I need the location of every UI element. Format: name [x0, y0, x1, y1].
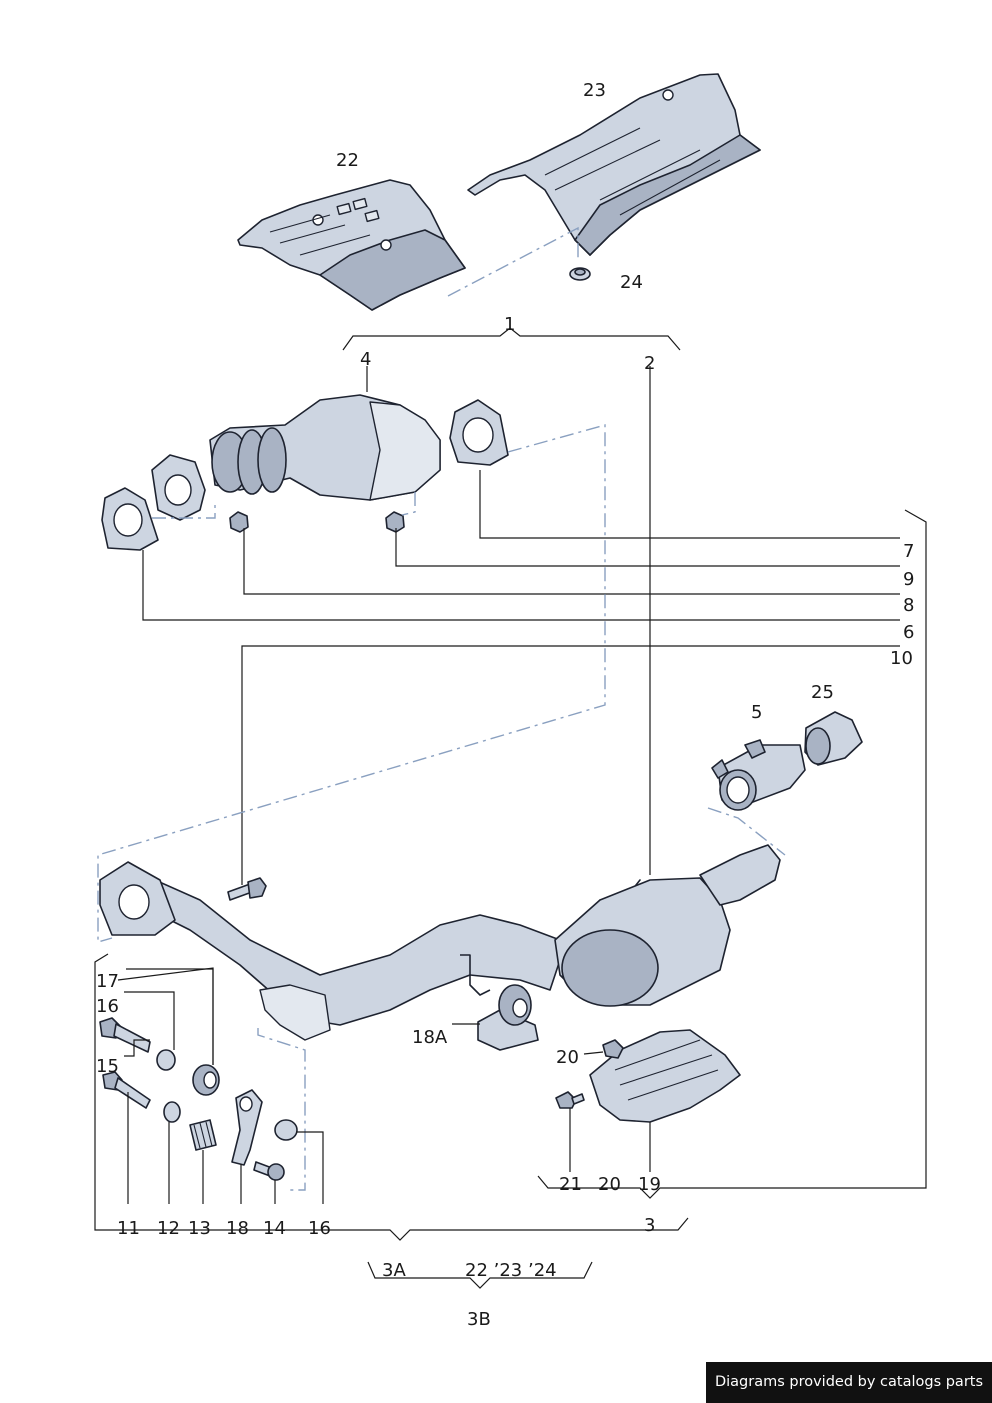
heat-shield-22: [237, 179, 466, 311]
mounting-bracket-18a: [477, 984, 539, 1051]
label-15: 15: [96, 1056, 119, 1077]
label-22: 22: [336, 150, 359, 171]
label-8: 8: [903, 595, 914, 616]
clamp-5: [711, 739, 806, 811]
heat-shield-23: [467, 73, 761, 256]
label-10: 10: [890, 648, 913, 669]
label-20-bottom: 20: [598, 1174, 621, 1195]
label-21: 21: [559, 1174, 582, 1195]
label-5: 5: [751, 702, 762, 723]
label-3: 3: [644, 1215, 655, 1236]
label-19: 19: [638, 1174, 661, 1195]
label-3a: 3A: [382, 1260, 406, 1281]
diagram-credit-banner: Diagrams provided by catalogs parts: [706, 1362, 992, 1403]
label-9: 9: [903, 569, 914, 590]
catalytic-converter-4: [151, 394, 441, 521]
label-7: 7: [903, 541, 914, 562]
label-18a: 18A: [412, 1027, 448, 1048]
screw-21: [555, 1091, 585, 1109]
hardware-kit: [99, 1017, 298, 1181]
label-4: 4: [360, 349, 371, 370]
nut-20: [602, 1039, 624, 1059]
label-16-top: 16: [96, 996, 119, 1017]
label-23: 23: [583, 80, 606, 101]
gasket-7: [449, 399, 509, 466]
nut-9: [385, 511, 405, 533]
label-2: 2: [644, 353, 655, 374]
label-20-top: 20: [556, 1047, 579, 1068]
label-17: 17: [96, 971, 119, 992]
front-exhaust-pipe-2: [99, 844, 781, 1041]
label-group-3b: 22 ’23 ’24: [465, 1260, 557, 1281]
label-6: 6: [903, 622, 914, 643]
bolt-10: [227, 877, 267, 901]
gasket-6: [101, 487, 159, 551]
nut-8: [229, 511, 249, 533]
pipe-sleeve-25: [804, 711, 863, 766]
heat-shield-19: [589, 1029, 741, 1123]
label-3b: 3B: [467, 1309, 491, 1330]
label-14: 14: [263, 1218, 286, 1239]
label-24: 24: [620, 272, 643, 293]
label-1: 1: [504, 314, 515, 335]
label-11: 11: [117, 1218, 140, 1239]
label-13: 13: [188, 1218, 211, 1239]
washer-nut-24: [569, 267, 591, 281]
label-12: 12: [157, 1218, 180, 1239]
label-25: 25: [811, 682, 834, 703]
label-16-bottom: 16: [308, 1218, 331, 1239]
label-18: 18: [226, 1218, 249, 1239]
